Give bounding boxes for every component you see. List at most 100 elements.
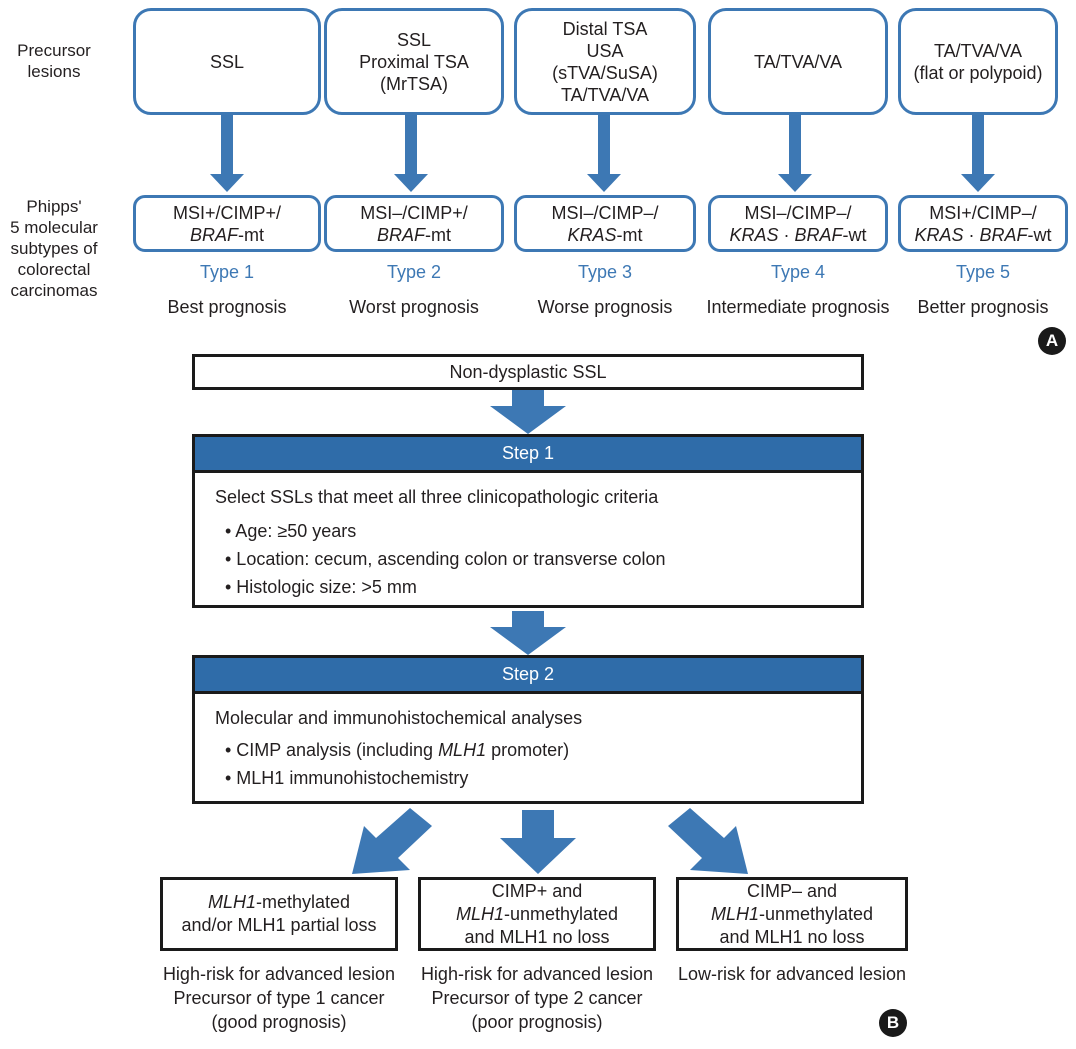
caption-line: Low-risk for advanced lesion: [677, 964, 907, 984]
caption-line: Precursor of type 1 cancer: [173, 988, 385, 1008]
gene-name: BRAF: [979, 224, 1028, 245]
outcome-line: MLH1-unmethylated: [456, 903, 618, 926]
gene-status: -wt: [1027, 224, 1052, 245]
subtype-line1: MSI–/CIMP+/: [360, 202, 468, 223]
gene-status: -mt: [425, 224, 451, 245]
precursor-line: Proximal TSA: [359, 51, 469, 72]
outcome-line: CIMP+ and: [491, 880, 583, 901]
step1-box: Step 1 Select SSLs that meet all three c…: [192, 434, 864, 608]
type-label: Type 4: [770, 262, 826, 282]
panel-a-badge: A: [1038, 327, 1066, 355]
gene-name: BRAF: [189, 224, 238, 245]
prognosis-label: Worse prognosis: [537, 297, 673, 317]
precursor-line: SSL: [396, 29, 432, 50]
caption-line: High-risk for advanced lesion: [420, 964, 654, 984]
arrow-down-icon: [500, 810, 576, 874]
outcome-text: -unmethylated: [503, 903, 619, 924]
subtype-box-type1: MSI+/CIMP+/ BRAF-mt: [133, 195, 321, 252]
step2-title: Step 2: [195, 658, 861, 694]
subtype-line1: MSI–/CIMP–/: [744, 202, 852, 223]
arrow-shaft: [598, 115, 610, 175]
precursor-box-type1: SSL: [133, 8, 321, 115]
outcome-text: -unmethylated: [758, 903, 874, 924]
subtype-box-type4: MSI–/CIMP–/ KRAS · BRAF-wt: [708, 195, 888, 252]
gene-name: BRAF: [376, 224, 425, 245]
subtype-line2: KRAS-mt: [567, 224, 642, 246]
subtype-line2: BRAF-mt: [190, 224, 264, 246]
row-label-line: Phipps': [26, 197, 82, 216]
arrow-down-icon: [587, 174, 621, 192]
arrow-down-icon: [961, 174, 995, 192]
step1-intro: Select SSLs that meet all three clinicop…: [215, 487, 659, 507]
row-label-subtypes: Phipps' 5 molecular subtypes of colorect…: [0, 196, 108, 301]
gene-name: MLH1: [455, 903, 504, 924]
precursor-line: (flat or polypoid): [913, 62, 1043, 83]
precursor-line: TA/TVA/VA: [933, 40, 1022, 61]
arrow-shaft: [789, 115, 801, 175]
gene-name: KRAS: [729, 224, 779, 245]
row-label-line: lesions: [27, 62, 81, 81]
outcome-line: MLH1-unmethylated: [711, 903, 873, 926]
step1-title: Step 1: [195, 437, 861, 473]
caption-line: (poor prognosis): [471, 1012, 603, 1032]
prognosis-label: Intermediate prognosis: [706, 297, 890, 317]
gene-name: KRAS: [567, 224, 617, 245]
arrow-down-right-icon: [668, 808, 748, 874]
gene-status: -wt: [842, 224, 867, 245]
outcome-box-cimp-positive: CIMP+ and MLH1-unmethylated and MLH1 no …: [418, 877, 656, 951]
precursor-line: (sTVA/SuSA): [552, 62, 658, 83]
caption-line: High-risk for advanced lesion: [162, 964, 396, 984]
row-label-line: subtypes of: [10, 239, 98, 258]
precursor-line: Distal TSA: [562, 18, 648, 39]
gene-name: MLH1: [207, 892, 256, 912]
precursor-box-type5: TA/TVA/VA (flat or polypoid): [898, 8, 1058, 115]
gene-name: BRAF: [794, 224, 843, 245]
step2-box: Step 2 Molecular and immunohistochemical…: [192, 655, 864, 804]
outcome-caption: High-risk for advanced lesion Precursor …: [402, 962, 672, 1034]
gene-name: MLH1: [710, 903, 759, 924]
arrow-down-left-icon: [352, 808, 432, 874]
step2-bullet-text: promoter): [486, 740, 570, 760]
separator: ·: [963, 224, 980, 245]
row-label-line: Precursor: [17, 41, 91, 60]
row-label-precursor: Precursor lesions: [0, 40, 108, 82]
arrow-down-icon: [778, 174, 812, 192]
subtype-line2: BRAF-mt: [377, 224, 451, 246]
outcome-line: CIMP– and: [746, 880, 838, 901]
outcome-line: and MLH1 no loss: [719, 926, 865, 947]
subtype-line2: KRAS · BRAF-wt: [729, 224, 866, 246]
precursor-line: SSL: [209, 51, 245, 72]
arrow-down-icon: [394, 174, 428, 192]
outcome-caption: High-risk for advanced lesion Precursor …: [144, 962, 414, 1034]
precursor-box-type2: SSL Proximal TSA (MrTSA): [324, 8, 504, 115]
arrow-shaft: [221, 115, 233, 175]
step1-bullet: • Histologic size: >5 mm: [225, 577, 417, 597]
step1-bullet: • Age: ≥50 years: [225, 521, 357, 541]
prognosis-label: Worst prognosis: [349, 297, 479, 317]
step2-intro: Molecular and immunohistochemical analys…: [215, 708, 583, 728]
type-label: Type 3: [577, 262, 633, 282]
arrow-down-icon: [210, 174, 244, 192]
prognosis-label: Best prognosis: [167, 297, 287, 317]
outcome-line: and MLH1 no loss: [464, 926, 610, 947]
step2-bullet: • MLH1 immunohistochemistry: [225, 768, 469, 788]
subtype-line1: MSI+/CIMP–/: [929, 202, 1037, 223]
gene-name: MLH1: [438, 740, 487, 760]
row-label-line: carcinomas: [10, 281, 98, 300]
subtype-line1: MSI+/CIMP+/: [172, 202, 282, 223]
step1-bullet: • Location: cecum, ascending colon or tr…: [225, 549, 666, 569]
step1-body: Select SSLs that meet all three clinicop…: [195, 473, 861, 599]
gene-status: -mt: [238, 224, 264, 245]
arrow-shaft: [405, 115, 417, 175]
precursor-box-type3: Distal TSA USA (sTVA/SuSA) TA/TVA/VA: [514, 8, 696, 115]
gene-status: -mt: [616, 224, 643, 245]
caption-line: (good prognosis): [211, 1012, 347, 1032]
precursor-line: (MrTSA): [380, 73, 448, 94]
step2-bullet: • CIMP analysis (including MLH1 promoter…: [215, 738, 861, 762]
arrow-down-icon: [490, 611, 566, 655]
prognosis-label: Better prognosis: [917, 297, 1049, 317]
precursor-line: TA/TVA/VA: [560, 84, 649, 105]
outcome-box-cimp-negative: CIMP– and MLH1-unmethylated and MLH1 no …: [676, 877, 908, 951]
precursor-line: USA: [586, 40, 624, 61]
step2-bullet-text: • CIMP analysis (including: [225, 740, 439, 760]
